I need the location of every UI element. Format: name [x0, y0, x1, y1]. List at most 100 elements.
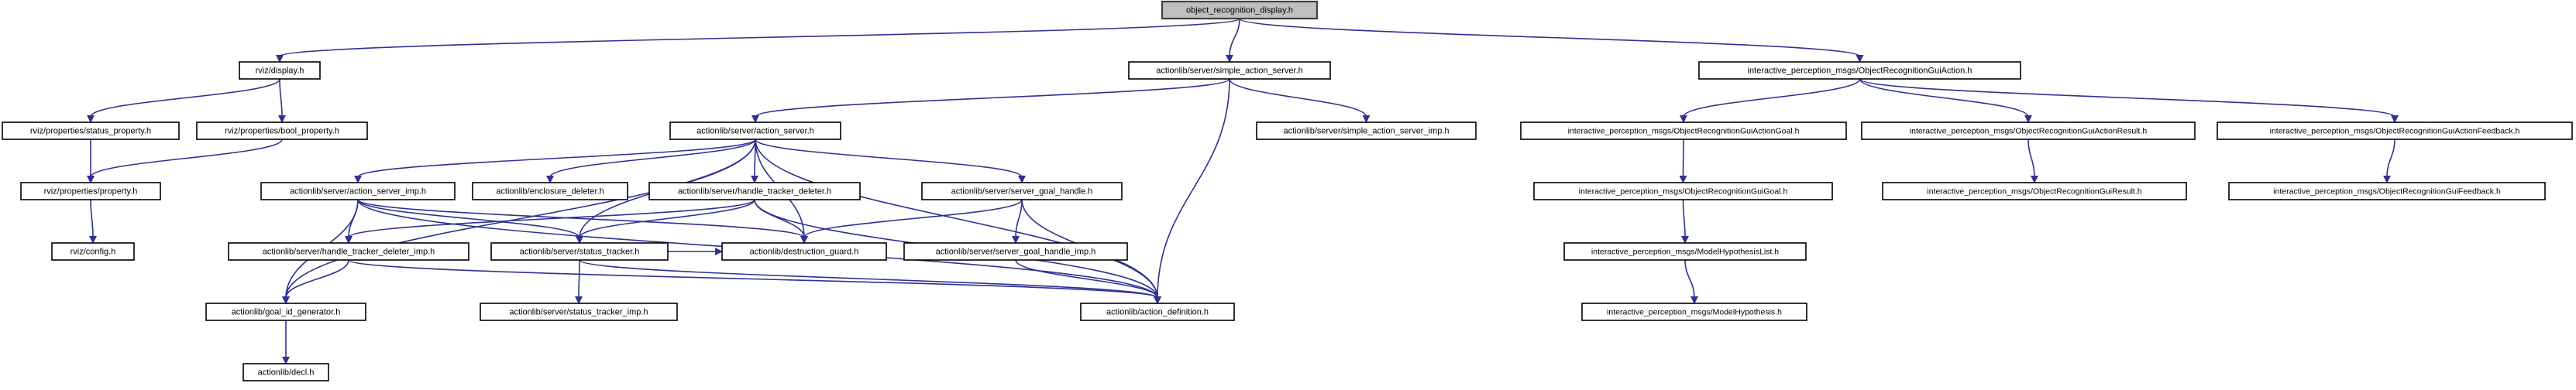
graph-node[interactable]: actionlib/server/server_goal_handle.h: [921, 182, 1123, 200]
graph-node[interactable]: actionlib/server/handle_tracker_deleter_…: [228, 242, 469, 261]
graph-node-box[interactable]: [260, 182, 456, 200]
graph-node[interactable]: actionlib/server/simple_action_server_im…: [1256, 121, 1477, 140]
graph-edge-arrowhead: [1362, 115, 1371, 123]
graph-edge: [1682, 199, 1686, 238]
graph-node-box[interactable]: [196, 121, 368, 140]
graph-node[interactable]: actionlib/server/handle_tracker_deleter.…: [648, 182, 861, 200]
graph-node-box[interactable]: [2228, 182, 2546, 200]
graph-node[interactable]: actionlib/decl.h: [242, 363, 329, 381]
graph-edge-arrowhead: [1855, 55, 1864, 63]
graph-node-box[interactable]: [2, 121, 180, 140]
graph-edge: [285, 139, 756, 299]
graph-edge: [755, 78, 1230, 118]
graph-node-box[interactable]: [20, 182, 161, 200]
graph-edge: [755, 139, 1023, 178]
graph-node[interactable]: rviz/properties/status_property.h: [2, 121, 180, 140]
graph-edge-arrowhead: [2383, 176, 2391, 183]
node-layer: object_recognition_display.h rviz/display…: [2, 0, 2573, 381]
graph-node[interactable]: interactive_perception_msgs/ObjectRecogn…: [2228, 182, 2546, 200]
graph-node-box[interactable]: [1128, 61, 1331, 80]
graph-edge-arrowhead: [87, 115, 95, 123]
graph-edge-arrowhead: [282, 357, 290, 364]
graph-node-box[interactable]: [1563, 242, 1807, 261]
graph-node[interactable]: interactive_perception_msgs/ObjectRecogn…: [1861, 121, 2196, 140]
graph-node-box[interactable]: [903, 242, 1128, 261]
graph-node[interactable]: actionlib/destruction_guard.h: [721, 242, 887, 261]
graph-edge: [754, 199, 805, 238]
graph-node-box[interactable]: [480, 303, 678, 321]
graph-node-box[interactable]: [921, 182, 1123, 200]
graph-edge: [1859, 78, 2395, 118]
graph-node[interactable]: actionlib/goal_id_generator.h: [205, 303, 366, 321]
graph-node-box[interactable]: [205, 303, 366, 321]
graph-edge: [279, 78, 283, 118]
graph-node[interactable]: actionlib/server/action_server.h: [669, 121, 841, 140]
graph-node[interactable]: interactive_perception_msgs/ModelHypothe…: [1581, 303, 1807, 321]
graph-node-box[interactable]: [490, 242, 669, 261]
graph-node[interactable]: rviz/properties/bool_property.h: [196, 121, 368, 140]
graph-edge: [348, 199, 755, 238]
graph-edge: [357, 139, 756, 178]
graph-edge: [357, 199, 805, 238]
graph-edge-arrowhead: [354, 176, 362, 183]
graph-edge-arrowhead: [576, 236, 583, 244]
edge-layer: [87, 18, 2399, 364]
graph-node-box[interactable]: [2217, 121, 2573, 140]
graph-node-box[interactable]: [1080, 303, 1235, 321]
graph-node-root[interactable]: object_recognition_display.h: [1161, 0, 1319, 20]
graph-node[interactable]: actionlib/server/simple_action_server.h: [1128, 61, 1331, 80]
graph-node[interactable]: rviz/display.h: [239, 61, 321, 80]
graph-node-box[interactable]: [1520, 121, 1847, 140]
graph-node[interactable]: interactive_perception_msgs/ObjectRecogn…: [2217, 121, 2573, 140]
graph-node-box[interactable]: [472, 182, 628, 200]
graph-node-box[interactable]: [1581, 303, 1807, 321]
graph-edge: [1683, 78, 1861, 118]
graph-node-box[interactable]: [239, 61, 321, 80]
graph-edge-arrowhead: [715, 248, 723, 255]
graph-node-box[interactable]: [669, 121, 841, 140]
graph-edge: [1229, 78, 1367, 118]
graph-edge-arrowhead: [89, 236, 97, 244]
graph-node-box[interactable]: [721, 242, 887, 261]
graph-node-box[interactable]: [1161, 0, 1319, 20]
graph-node-box[interactable]: [1861, 121, 2196, 140]
graph-edge: [1239, 18, 1861, 57]
graph-node[interactable]: actionlib/server/status_tracker.h: [490, 242, 669, 261]
graph-edge: [579, 259, 1158, 299]
graph-edge-arrowhead: [1679, 176, 1687, 183]
graph-node-box[interactable]: [228, 242, 469, 261]
graph-node[interactable]: rviz/config.h: [51, 242, 135, 261]
graph-node[interactable]: actionlib/server/status_tracker_imp.h: [480, 303, 678, 321]
graph-node-box[interactable]: [242, 363, 329, 381]
graph-node-box[interactable]: [1256, 121, 1477, 140]
graph-node[interactable]: interactive_perception_msgs/ModelHypothe…: [1563, 242, 1807, 261]
graph-edge-arrowhead: [1154, 296, 1161, 304]
graph-node-box[interactable]: [51, 242, 135, 261]
graph-node[interactable]: actionlib/server/server_goal_handle_imp.…: [903, 242, 1128, 261]
graph-node[interactable]: interactive_perception_msgs/ObjectRecogn…: [1882, 182, 2187, 200]
graph-node[interactable]: rviz/properties/property.h: [20, 182, 161, 200]
graph-edge-arrowhead: [1690, 296, 1698, 304]
graph-edge: [1229, 18, 1240, 57]
graph-edge-arrowhead: [575, 296, 583, 304]
graph-node-box[interactable]: [1698, 61, 2021, 80]
graph-node[interactable]: actionlib/enclosure_deleter.h: [472, 182, 628, 200]
graph-edge: [348, 259, 1158, 299]
graph-edge-arrowhead: [282, 296, 290, 304]
graph-node[interactable]: interactive_perception_msgs/ObjectRecogn…: [1520, 121, 1847, 140]
graph-node-box[interactable]: [1533, 182, 1833, 200]
graph-edge: [803, 199, 1023, 238]
graph-edge-arrowhead: [546, 176, 554, 183]
graph-edge-arrowhead: [2024, 115, 2032, 123]
graph-node-box[interactable]: [1882, 182, 2187, 200]
graph-node[interactable]: interactive_perception_msgs/ObjectRecogn…: [1698, 61, 2021, 80]
graph-edge-arrowhead: [2391, 115, 2399, 123]
graph-edge-arrowhead: [2031, 176, 2038, 183]
graph-edge: [755, 139, 1158, 299]
graph-node[interactable]: actionlib/server/action_server_imp.h: [260, 182, 456, 200]
graph-edge-arrowhead: [751, 176, 758, 183]
graph-node[interactable]: actionlib/action_definition.h: [1080, 303, 1235, 321]
graph-edge: [1157, 78, 1230, 299]
graph-node[interactable]: interactive_perception_msgs/ObjectRecogn…: [1533, 182, 1833, 200]
graph-node-box[interactable]: [648, 182, 861, 200]
